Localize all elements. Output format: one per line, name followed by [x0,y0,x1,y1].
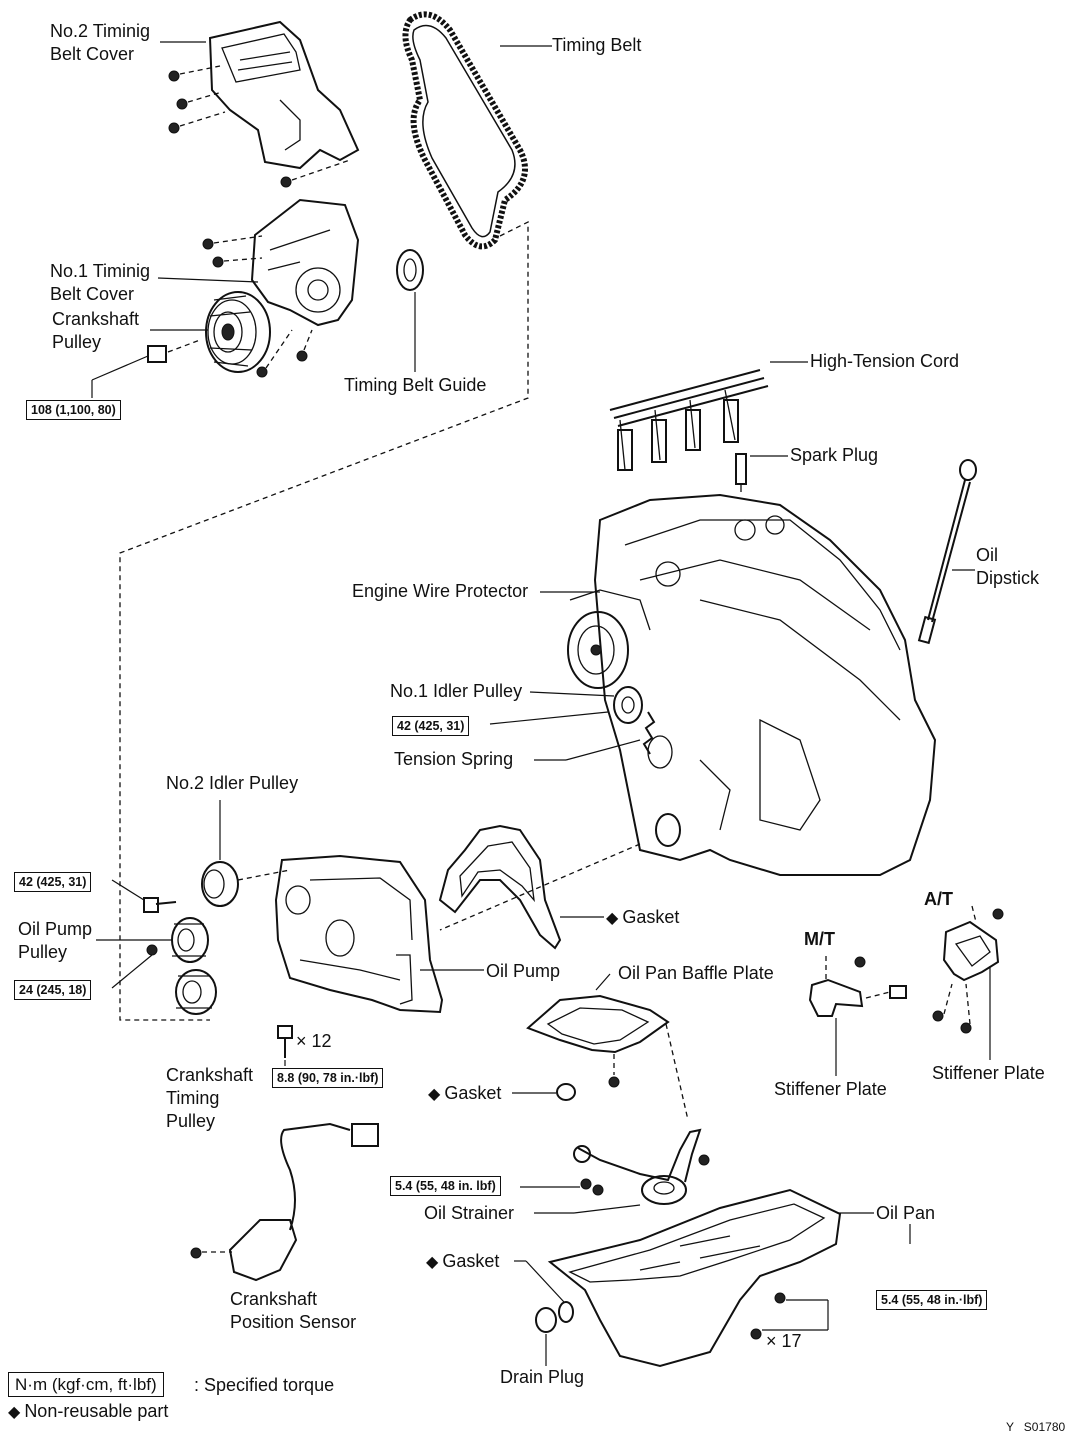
label-tension-spring: Tension Spring [394,749,514,769]
torque-no2-idler-pulley: 42 (425, 31) [14,872,92,892]
torque-crankshaft-pulley: 108 (1,100, 80) [26,400,121,420]
label-drain-plug: Drain Plug [500,1367,585,1387]
label-no1-idler-pulley: No.1 Idler Pulley [390,681,523,701]
torque-oil-pump-pulley: 24 (245, 18) [14,980,92,1000]
label-oil-strainer: Oil Strainer [424,1203,515,1223]
label-oil-pump-pulley: Oil Pump Pulley [18,919,93,962]
at-stiffener-plate-drawing [932,905,1004,1060]
engine-block-drawing [439,493,937,931]
no2-timing-belt-cover-drawing [208,20,360,170]
label-gasket-front: ◆Gasket [606,907,680,927]
no1-idler-pulley-drawing [489,686,673,769]
non-reusable-diamond-icon: ◆ [606,910,619,927]
legend-non-reusable: ◆Non-reusable part [8,1401,169,1421]
label-engine-wire-protector: Engine Wire Protector [352,581,529,601]
spark-plug-drawing [735,453,788,492]
label-stiffener-plate-at: Stiffener Plate [932,1063,1045,1083]
oil-strainer-drawing [520,1128,710,1214]
crankshaft-timing-pulley-drawing [175,969,217,1015]
label-crankshaft-position-sensor: Crankshaft Position Sensor [230,1289,357,1332]
oil-dipstick-drawing [917,459,977,645]
label-bolt-count-17: × 17 [766,1331,802,1351]
label-oil-dipstick: Oil Dipstick [976,545,1040,588]
label-gasket-drain: ◆Gasket [426,1251,500,1271]
no1-cover-bolts [202,235,313,378]
label-gasket-middle: ◆Gasket [428,1083,502,1103]
label-spark-plug: Spark Plug [790,445,879,465]
non-reusable-diamond-icon: ◆ [428,1086,441,1103]
crank-pulley-bolt [91,339,201,398]
label-crankshaft-timing-pulley: Crankshaft Timing Pulley [166,1065,254,1131]
torque-oil-pump-bolts: 8.8 (90, 78 in.·lbf) [272,1068,384,1088]
label-oil-pump: Oil Pump [486,961,561,981]
legend-torque-description: : Specified torque [194,1375,335,1395]
label-high-tension-cord: High-Tension Cord [810,351,960,371]
torque-no1-idler-pulley: 42 (425, 31) [392,716,470,736]
label-mt: M/T [804,929,835,949]
middle-gasket-drawing [512,1083,576,1101]
front-gasket-drawing [438,824,604,950]
assembly-dashed-line [119,220,529,1021]
timing-belt-drawing [402,11,528,250]
label-oil-pan: Oil Pan [876,1203,936,1223]
oil-pump-drawing [274,854,484,1014]
timing-belt-guide-drawing [396,249,424,372]
oil-pump-bolt [277,1025,293,1066]
no1-timing-belt-cover-drawing [250,198,360,327]
label-bolt-count-12: × 12 [296,1031,332,1051]
torque-oil-strainer: 5.4 (55, 48 in. lbf) [390,1176,501,1196]
oil-pump-pulley-drawing [96,917,209,989]
label-timing-belt: Timing Belt [552,35,642,55]
torque-oil-pan: 5.4 (55, 48 in.·lbf) [876,1290,988,1310]
label-no2-timing-belt-cover: No.2 Timinig Belt Cover [50,21,151,64]
drain-plug-drawing [514,1260,574,1366]
no2-cover-bolts [168,65,351,188]
non-reusable-diamond-icon: ◆ [426,1254,439,1271]
oil-pan-baffle-plate-drawing [526,973,689,1121]
label-no1-timing-belt-cover: No.1 Timinig Belt Cover [50,261,151,304]
no2-idler-pulley-drawing [111,800,291,913]
label-crankshaft-pulley: Crankshaft Pulley [52,309,140,352]
crankshaft-position-sensor-drawing [190,1122,379,1282]
legend-torque-unit: N·m (kgf·cm, ft·lbf) [8,1372,164,1397]
label-stiffener-plate-mt: Stiffener Plate [774,1079,887,1099]
label-no2-idler-pulley: No.2 Idler Pulley [166,773,299,793]
high-tension-cord-drawing [609,361,808,471]
mt-stiffener-plate-drawing [808,956,907,1076]
non-reusable-diamond-icon: ◆ [8,1404,21,1421]
label-at: A/T [924,889,953,909]
figure-code: Y S01780 [1006,1420,1066,1434]
oil-pan-drawing [547,1188,911,1368]
crankshaft-pulley-drawing [205,291,271,373]
label-timing-belt-guide: Timing Belt Guide [344,375,487,395]
label-oil-pan-baffle-plate: Oil Pan Baffle Plate [618,963,774,983]
